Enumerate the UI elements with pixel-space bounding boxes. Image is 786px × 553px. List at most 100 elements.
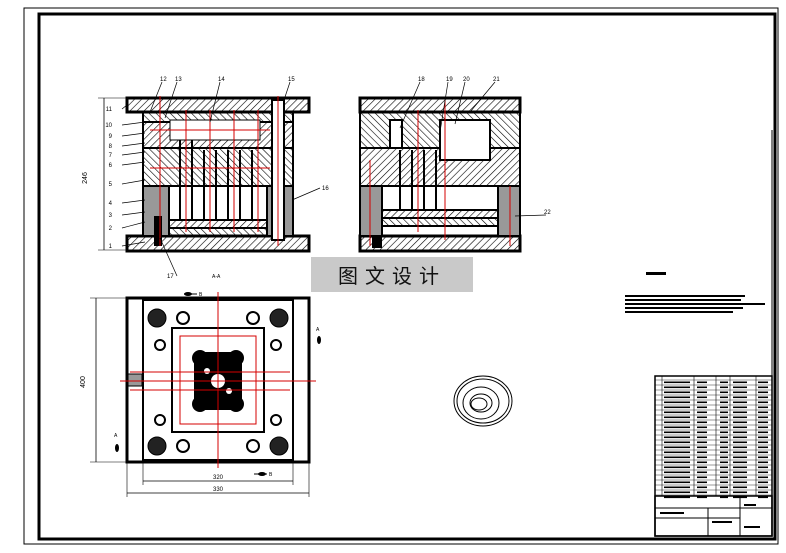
parts-list-cell [664, 486, 690, 489]
parts-list-cell [733, 411, 747, 414]
leader-line-3 [121, 211, 146, 216]
parts-list-cell [758, 496, 768, 499]
part-label-5: 5 [109, 182, 113, 188]
parts-list-cell [720, 406, 728, 409]
parts-list-cell [758, 456, 768, 459]
parts-list-cell [758, 396, 768, 399]
leader-line-20 [454, 81, 466, 125]
parts-list-cell [720, 421, 728, 424]
section-arrow-b1: B [199, 292, 203, 298]
parts-list-cell [720, 446, 728, 449]
parts-list-cell [720, 391, 728, 394]
parts-list-cell [697, 496, 707, 499]
plan-height-dimension: 400 [80, 376, 87, 388]
parts-list-cell [720, 471, 728, 474]
leader-line-5 [121, 179, 146, 185]
parts-list-cell [720, 456, 728, 459]
leader-line-9 [121, 132, 146, 137]
parts-list-cell [733, 481, 747, 484]
parts-list-cell [758, 426, 768, 429]
parts-list-cell [697, 386, 707, 389]
parts-list-cell [733, 401, 747, 404]
parts-list-cell [758, 381, 768, 384]
parts-list-cell [664, 451, 690, 454]
leader-line-22 [514, 214, 547, 217]
parts-list-cell [758, 466, 768, 469]
leader-line-1 [121, 241, 146, 247]
parts-list-cell [697, 491, 707, 494]
part-label-7: 7 [109, 153, 113, 159]
parts-list-cell [720, 411, 728, 414]
parts-list-cell [758, 406, 768, 409]
parts-list-cell [664, 476, 690, 479]
part-label-15: 15 [288, 77, 295, 83]
parts-list-cell [758, 446, 768, 449]
parts-list-cell [720, 496, 728, 499]
parts-list-cell [758, 421, 768, 424]
parts-list-cell [733, 446, 747, 449]
parts-list-cell [733, 421, 747, 424]
part-label-21: 21 [493, 77, 500, 83]
parts-list-cell [720, 441, 728, 444]
parts-list-cell [733, 406, 747, 409]
part-label-22: 22 [544, 210, 551, 216]
parts-list-cell [720, 381, 728, 384]
leader-line-6 [121, 161, 146, 166]
parts-list-cell [720, 396, 728, 399]
parts-list-cell [733, 456, 747, 459]
parts-list-cell [733, 426, 747, 429]
parts-list-cell [733, 491, 747, 494]
part-label-6: 6 [109, 163, 113, 169]
parts-list-table [654, 130, 773, 537]
parts-list-cell [733, 386, 747, 389]
parts-list-cell [733, 466, 747, 469]
parts-list-cell [697, 416, 707, 419]
parts-list-cell [697, 461, 707, 464]
parts-list-cell [697, 401, 707, 404]
parts-list-cell [758, 491, 768, 494]
parts-list-cell [664, 481, 690, 484]
parts-list-cell [758, 401, 768, 404]
parts-list-cell [733, 396, 747, 399]
parts-list-cell [733, 476, 747, 479]
part-label-13: 13 [175, 77, 182, 83]
parts-list-cell [720, 401, 728, 404]
parts-list-cell [697, 411, 707, 414]
parts-list-cell [697, 406, 707, 409]
parts-list-cell [733, 451, 747, 454]
parts-list-cell [720, 481, 728, 484]
part-label-20: 20 [463, 77, 470, 83]
parts-list-cell [697, 456, 707, 459]
parts-list-cell [664, 401, 690, 404]
plan-inner-width-dimension: 320 [213, 475, 224, 481]
parts-list-cell [733, 486, 747, 489]
part-label-14: 14 [218, 77, 225, 83]
parts-list-cell [697, 421, 707, 424]
parts-list-cell [733, 381, 747, 384]
part-label-2: 2 [109, 226, 113, 232]
part-label-12: 12 [160, 77, 167, 83]
parts-list-cell [697, 481, 707, 484]
leader-line-18 [399, 81, 421, 129]
parts-list-cell [758, 451, 768, 454]
technical-notes [625, 272, 765, 313]
leader-line-15 [283, 81, 291, 101]
leader-line-13 [164, 81, 178, 119]
parts-list-cell [664, 436, 690, 439]
parts-list-cell [758, 441, 768, 444]
parts-list-cell [758, 476, 768, 479]
parts-list-cell [720, 431, 728, 434]
parts-list-cell [720, 476, 728, 479]
parts-list-cell [758, 486, 768, 489]
parts-list-cell [697, 446, 707, 449]
plan-view: 400 320 330 A-A [80, 274, 316, 497]
parts-list-cell [720, 491, 728, 494]
parts-list-cell [733, 436, 747, 439]
parts-list-cell [720, 461, 728, 464]
parts-list-cell [664, 461, 690, 464]
leader-line-19 [439, 81, 449, 133]
